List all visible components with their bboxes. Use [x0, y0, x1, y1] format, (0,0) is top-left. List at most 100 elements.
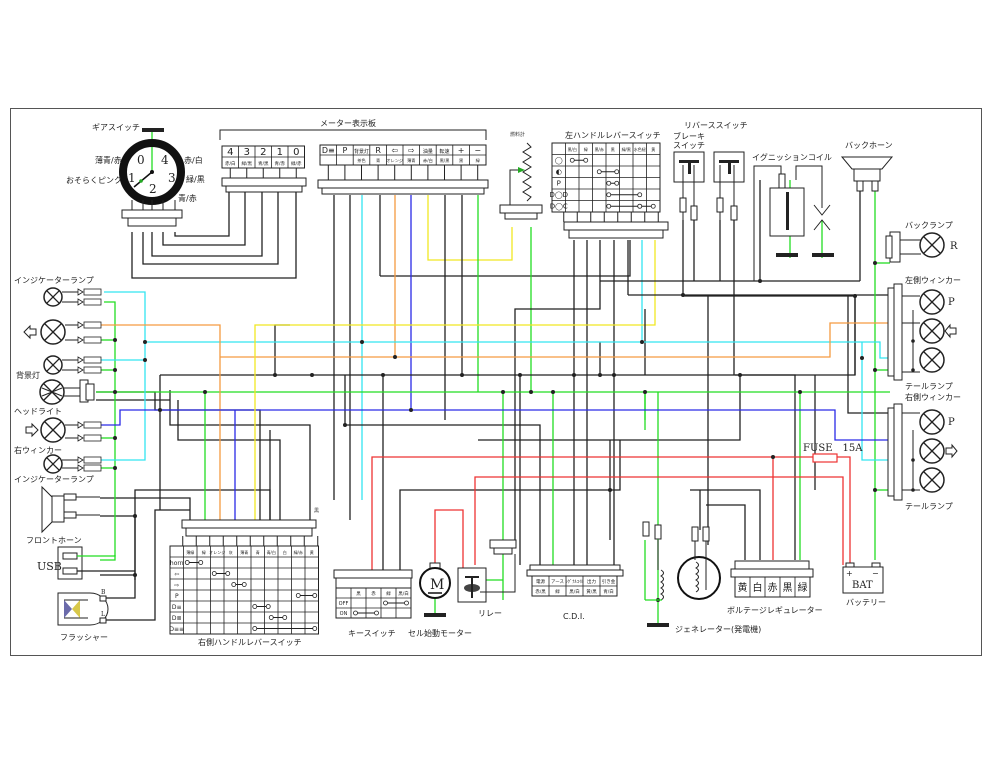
gear-switch-bar: [142, 128, 164, 132]
brake-switch-label-2: スイッチ: [673, 141, 705, 150]
right-parking-mark: P: [948, 417, 955, 428]
relay-label: リレー: [478, 609, 502, 618]
right-rear-cluster: [887, 403, 958, 501]
battery: [842, 562, 884, 594]
right-switch-header: 青/白: [267, 549, 276, 555]
flasher: [57, 592, 109, 626]
meter-table-color: 薄青: [407, 157, 415, 164]
left-switch-header: 緑: [584, 146, 588, 152]
gear-left-mid-label: おそらくピンク: [66, 176, 122, 185]
gear-right-bot-label: 青/赤: [178, 193, 197, 203]
cdi-header: ｼｸﾞﾅﾙｺｲﾙ: [566, 578, 585, 585]
back-horn-label: バックホーン: [845, 141, 893, 150]
gear-right-mid-label: 緑/黒: [186, 174, 205, 184]
left-switch-drops: [290, 240, 656, 565]
right-winker-rear-label: 右側ウィンカー: [905, 392, 961, 402]
flasher-b-label: B: [101, 589, 106, 596]
key-switch-table: 黒赤緑黒/白OFFON: [335, 577, 412, 619]
gear-table-color: 赤/白: [225, 160, 236, 167]
front-horn: [41, 485, 100, 534]
key-switch-row-label: ON: [340, 611, 348, 617]
cdi-table: 電源アースｼｸﾞﾅﾙｺｲﾙ出力引き金赤/黒緑黒/白黄/黒青/白: [526, 569, 624, 597]
gear-table-header: 1: [277, 147, 283, 158]
meter-table-color: 緑: [476, 157, 481, 163]
battery-text: BAT: [852, 580, 873, 591]
left-lamps: [23, 287, 102, 474]
right-switch-header: 緑/赤: [294, 549, 303, 555]
tail-lamp-label-1: テールランプ: [905, 382, 953, 391]
right-switch-header: 黄: [310, 549, 314, 555]
fuel-gauge: [499, 142, 543, 220]
meter-table-color: 黒: [459, 158, 463, 164]
regulator-header: 緑: [798, 581, 808, 594]
voltage-regulator-label: ボルテージレギュレーター: [727, 606, 823, 615]
key-switch-label: キースイッチ: [348, 629, 396, 638]
cdi-color: 青/白: [603, 588, 614, 595]
flasher-l-label: L: [101, 611, 105, 618]
meter-table-header: D≡: [322, 146, 335, 155]
meter-table-color: 青: [376, 157, 380, 164]
reverse-switch-label: リバーススイッチ: [684, 121, 748, 130]
cdi-label: C.D.I.: [563, 612, 585, 621]
diagram-frame: [10, 108, 982, 656]
meter-table-color: 黒/黒: [440, 158, 450, 164]
right-switch-header: 薄緑: [186, 549, 194, 555]
right-switch-row-icon: ⇦: [174, 571, 179, 578]
meter-table-header: 転速: [439, 149, 449, 155]
gear-table-header: 0: [293, 147, 299, 158]
fuse: [812, 453, 838, 463]
cdi-color: 黄/黒: [586, 588, 597, 595]
voltage-regulator-table: 黄白赤黒緑: [734, 576, 811, 598]
gear-pos-3: 3: [168, 171, 176, 185]
tail-lamp-label-2: テールランプ: [905, 502, 953, 511]
left-parking-mark: P: [948, 297, 955, 308]
key-switch-header: 赤: [371, 591, 376, 597]
gear-pos-0: 0: [137, 153, 145, 167]
meter-panel-label: メーター表示板: [320, 118, 376, 128]
right-switch-header: 緑: [202, 549, 206, 555]
left-switch-header: 水色紐: [634, 146, 646, 152]
junction-dots: [113, 261, 877, 602]
meter-drops: [333, 195, 631, 500]
gear-wires: [131, 190, 297, 279]
gear-table-header: 2: [260, 147, 266, 158]
indicator-lamp-top-label: インジケーターランプ: [14, 276, 94, 285]
left-switch-row-icon: ◐: [556, 168, 562, 176]
regulator-header: 黒: [783, 582, 793, 594]
key-switch-row-label: OFF: [339, 601, 349, 607]
meter-table-color: 茶色: [357, 157, 366, 163]
left-handle-switch-label: 左ハンドルレバースイッチ: [565, 130, 661, 140]
right-switch-row-icon: horn: [170, 560, 184, 567]
right-winker-label: 右ウィンカー: [14, 445, 62, 455]
right-switch-header: 灰: [229, 549, 233, 555]
right-switch-header: オレンジ: [209, 550, 225, 555]
right-switch-header: 白: [283, 549, 287, 555]
green-wires: [96, 180, 890, 625]
gear-pos-4: 4: [161, 153, 169, 167]
gear-left-top-label: 薄青/赤: [95, 155, 122, 165]
meter-table-header: R: [375, 146, 381, 155]
generator-label: ジェネレーター(発電機): [675, 624, 761, 634]
gear-switch: 0 1 2 3 4: [119, 128, 185, 227]
meter-table-header: 油量: [423, 148, 433, 155]
gear-pos-2: 2: [149, 182, 157, 196]
battery-minus: −: [872, 569, 879, 578]
key-switch-header: 黒: [356, 591, 361, 597]
left-handle-switch-table: 黒/白緑黒/赤黒緑/黒水色紐黄◯◐PD◯DD◯C: [549, 142, 661, 222]
front-horn-label: フロントホーン: [26, 536, 82, 545]
right-switch-row-icon: D≡: [172, 604, 182, 611]
meter-table-header: +: [458, 146, 465, 155]
generator: [642, 521, 721, 627]
left-switch-row-icon: D◯D: [549, 191, 568, 199]
left-switch-header: 黒/白: [568, 146, 577, 152]
back-horn: [840, 156, 894, 192]
right-switch-header: 青: [256, 549, 260, 555]
right-switch-header: 薄青: [240, 549, 248, 555]
gear-table-header: 4: [227, 147, 233, 158]
left-switch-header: 黄: [651, 146, 655, 152]
gear-table-color: 青/赤: [274, 160, 285, 167]
back-light-label: 背景灯: [16, 370, 40, 380]
key-switch-header: 黒/白: [398, 590, 409, 597]
